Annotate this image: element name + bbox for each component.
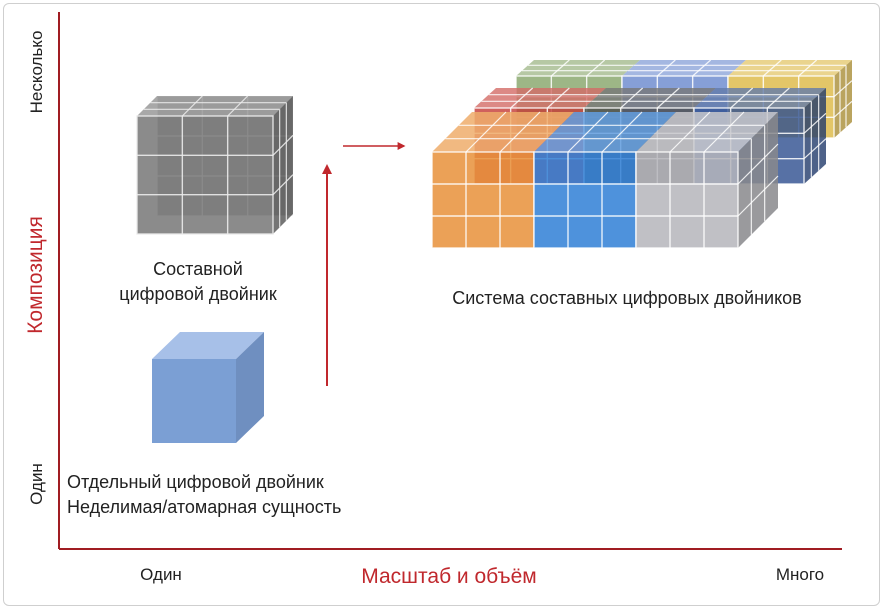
x-axis-title: Масштаб и объём [361, 565, 537, 588]
x-axis-right-label: Много [776, 565, 824, 584]
system-block-2-1-top [534, 112, 676, 152]
composite-cube-body-top [137, 96, 293, 116]
y-axis-top-label: Несколько [27, 31, 46, 114]
system-block-2-0-top [432, 112, 574, 152]
composite-cube-body-side [273, 96, 293, 234]
composite-cube-body [136, 95, 294, 235]
y-axis-title: Композиция [24, 216, 47, 334]
system-block-0-1-top [622, 60, 746, 76]
system-block-2-1-front [534, 152, 636, 248]
system-block-2-0-front [432, 152, 534, 248]
system-block-1-1-top [584, 88, 716, 108]
single-twin-cube [152, 332, 264, 443]
composite-twin-system [431, 59, 853, 249]
system-block-2-2-side [738, 112, 778, 248]
x-axis-left-label: Один [140, 565, 182, 584]
system-block-1-2-top [694, 88, 826, 108]
system-block-0-2-side [834, 60, 852, 138]
composite-cube-body-front [137, 116, 273, 234]
system-block-2-0 [431, 111, 574, 249]
single-label-line1: Отдельный цифровой двойник [67, 472, 324, 492]
composite-label-line1: Составной [153, 259, 243, 279]
system-block-0-2-top [728, 60, 852, 76]
composite-label-line2: цифровой двойник [119, 284, 277, 304]
y-axis-bottom-label: Один [27, 463, 46, 505]
composite-twin-cube [136, 95, 294, 235]
system-block-1-2-side [804, 88, 826, 184]
system-block-2-1 [533, 111, 676, 249]
system-label: Система составных цифровых двойников [452, 288, 801, 308]
system-block-2-2-front [636, 152, 738, 248]
system-block-1-0-top [474, 88, 606, 108]
system-block-0-0-top [516, 60, 640, 76]
system-block-2-2 [635, 111, 779, 249]
figure-frame [3, 3, 880, 606]
system-block-2-2-top [636, 112, 778, 152]
single-label-line2: Неделимая/атомарная сущность [67, 497, 341, 517]
